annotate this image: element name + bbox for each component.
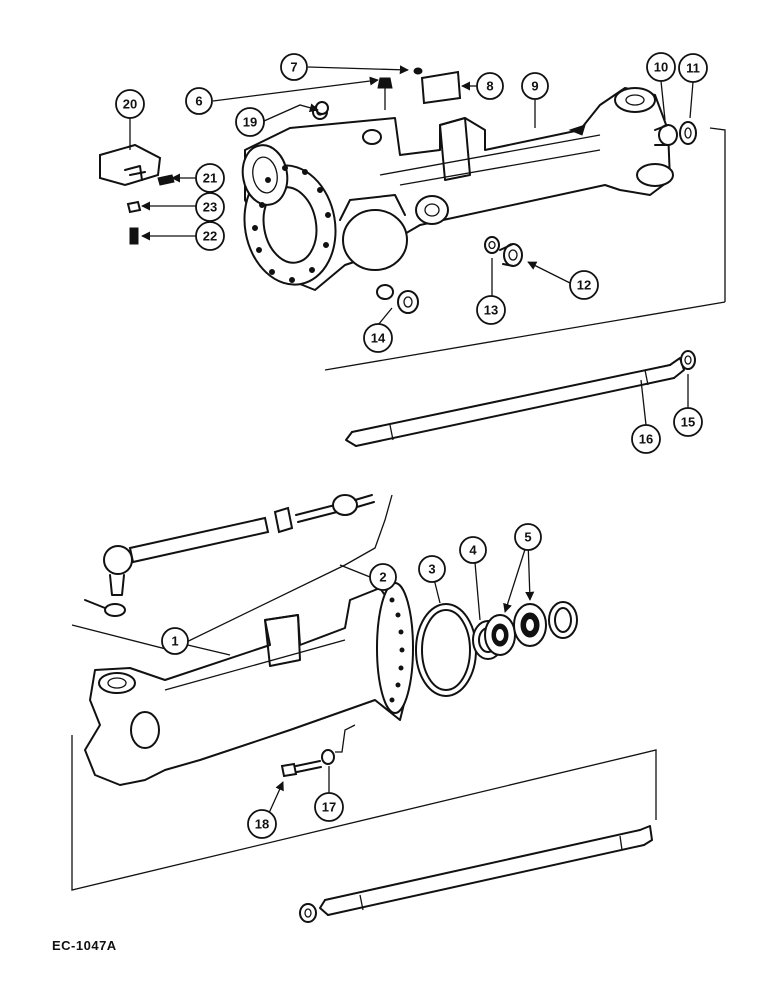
svg-text:22: 22: [203, 229, 217, 244]
part-11-washer: [679, 121, 697, 145]
part-10-bushing: [654, 124, 678, 146]
svg-text:6: 6: [195, 94, 202, 109]
callout-3: 3: [418, 555, 446, 583]
callout-22: 22: [195, 221, 225, 251]
lower-shaft: [71, 735, 657, 923]
svg-text:17: 17: [322, 800, 336, 815]
svg-text:12: 12: [577, 278, 591, 293]
svg-text:9: 9: [531, 79, 538, 94]
svg-text:20: 20: [123, 97, 137, 112]
part-13-washer: [484, 236, 500, 254]
callout-10: 10: [646, 52, 676, 82]
svg-text:1: 1: [171, 634, 178, 649]
callout-8: 8: [476, 72, 504, 100]
callout-9: 9: [521, 72, 549, 100]
leader-lines: [129, 65, 694, 814]
callout-12: 12: [569, 270, 599, 300]
part-2-tie-rod: [71, 494, 393, 651]
part-3-oring: [415, 603, 477, 697]
part-14-plug: [376, 284, 419, 314]
part-5-bearing-a: [484, 614, 516, 656]
callout-13: 13: [476, 295, 506, 325]
svg-text:2: 2: [379, 570, 386, 585]
part-6-nipple: [377, 77, 393, 110]
part-22-screw: [129, 227, 139, 245]
part-17-washer: [321, 724, 356, 765]
upper-axle-housing: [241, 87, 674, 291]
svg-text:7: 7: [290, 60, 297, 75]
callout-15: 15: [673, 407, 703, 437]
callout-23: 23: [195, 192, 225, 222]
svg-text:19: 19: [243, 115, 257, 130]
part-5-ring: [548, 601, 578, 639]
part-12-plug: [499, 243, 523, 267]
svg-text:13: 13: [484, 303, 498, 318]
callout-17: 17: [314, 792, 344, 822]
callout-4: 4: [459, 536, 487, 564]
callout-2: 2: [369, 563, 397, 591]
svg-text:4: 4: [469, 543, 477, 558]
svg-text:10: 10: [654, 60, 668, 75]
svg-text:15: 15: [681, 415, 695, 430]
callout-6: 6: [185, 87, 213, 115]
callout-19: 19: [235, 107, 265, 137]
svg-text:11: 11: [686, 61, 700, 76]
part-7-ball: [413, 67, 423, 75]
part-19-breather: [315, 101, 329, 115]
callout-20: 20: [115, 89, 145, 119]
part-15-nut: [680, 350, 696, 370]
svg-text:23: 23: [203, 200, 217, 215]
svg-text:14: 14: [371, 331, 386, 346]
part-8-plate: [420, 70, 462, 105]
callout-1: 1: [161, 627, 189, 655]
callout-18: 18: [247, 809, 277, 839]
svg-text:18: 18: [255, 817, 269, 832]
part-23-nut: [126, 200, 142, 214]
figure-code: EC-1047A: [52, 938, 117, 953]
svg-text:3: 3: [428, 562, 435, 577]
svg-text:16: 16: [639, 432, 653, 447]
callout-21: 21: [195, 163, 225, 193]
svg-text:8: 8: [486, 79, 493, 94]
part-20-bracket: [99, 143, 162, 187]
part-18-bolt: [280, 760, 322, 778]
callout-16: 16: [631, 424, 661, 454]
part-5-bearing-b: [513, 603, 547, 647]
svg-text:5: 5: [524, 530, 531, 545]
svg-text:21: 21: [203, 171, 217, 186]
callout-7: 7: [280, 53, 308, 81]
part-21-clip: [157, 174, 175, 186]
callout-5: 5: [514, 523, 542, 551]
callout-11: 11: [678, 53, 708, 83]
lower-axle-housing: [84, 582, 414, 786]
part-16-shaft: [324, 127, 726, 447]
callout-14: 14: [363, 323, 393, 353]
